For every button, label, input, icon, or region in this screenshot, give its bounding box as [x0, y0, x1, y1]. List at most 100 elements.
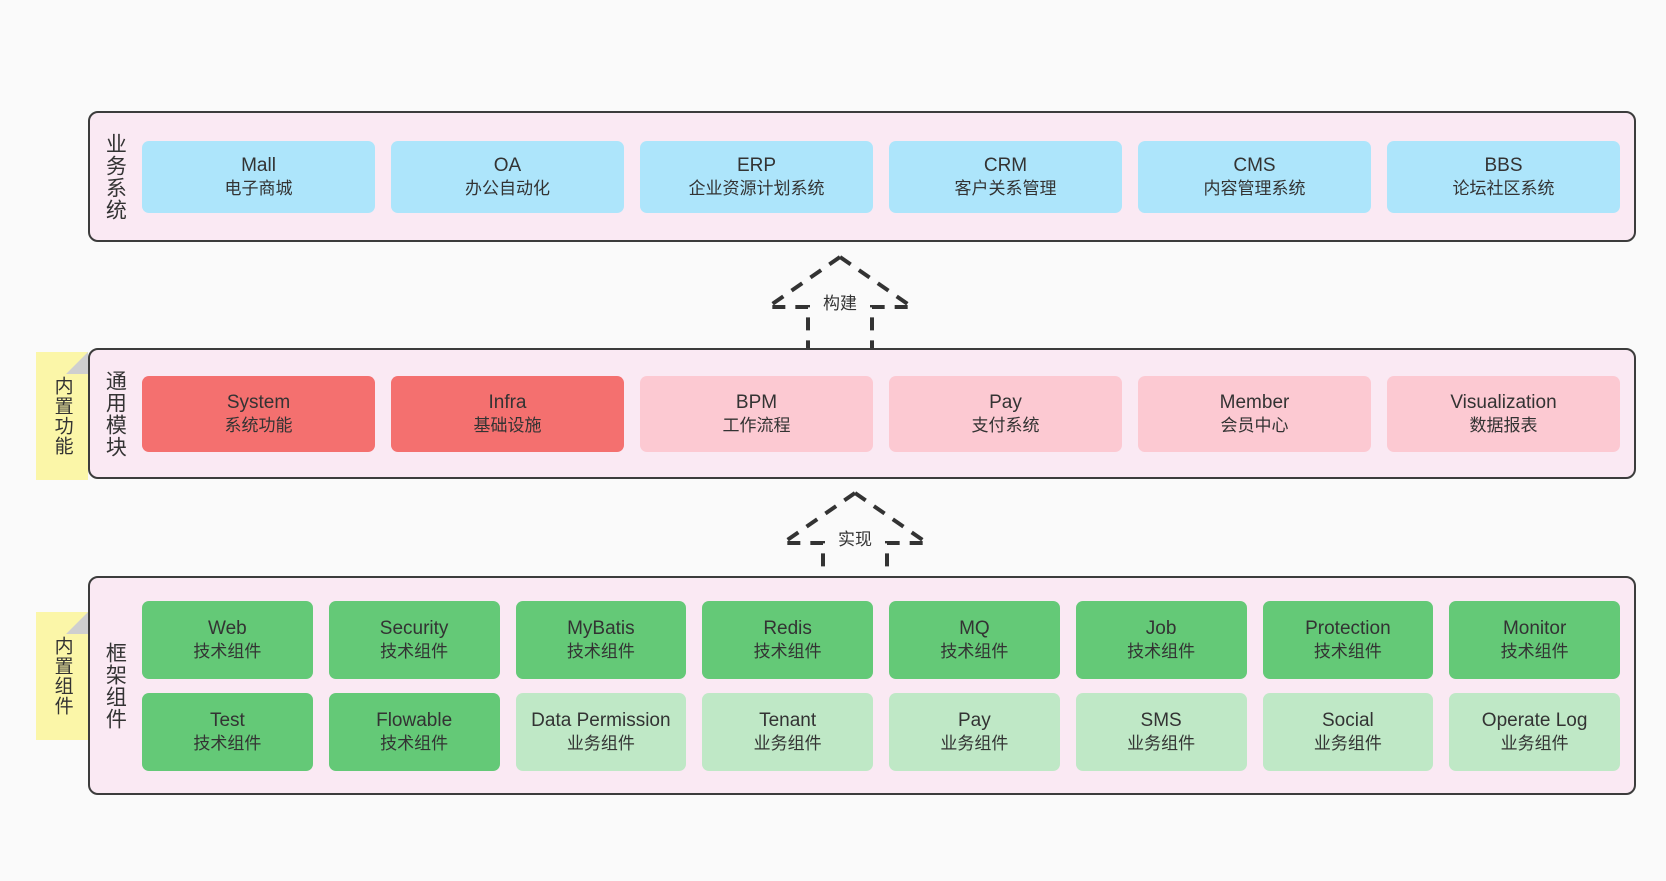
node-bpm[interactable]: BPM 工作流程 — [640, 375, 873, 452]
node-label-en: Operate Log — [1481, 709, 1588, 731]
node-label-cn: 技术组件 — [566, 641, 635, 661]
node-label-cn: 论坛社区系统 — [1452, 178, 1555, 198]
node-label-cn: 办公自动化 — [465, 178, 550, 198]
node-member[interactable]: Member 会员中心 — [1138, 375, 1371, 452]
node-test[interactable]: Test 技术组件 — [142, 692, 313, 771]
section-title-common-modules: 通用模块 — [103, 369, 127, 458]
node-label-cn: 数据报表 — [1469, 415, 1538, 435]
node-job[interactable]: Job 技术组件 — [1075, 600, 1247, 679]
node-mq[interactable]: MQ 技术组件 — [889, 600, 1060, 679]
node-label-en: CRM — [983, 154, 1028, 176]
node-mall[interactable]: Mall 电子商城 — [142, 140, 375, 213]
node-operate-log[interactable]: Operate Log 业务组件 — [1449, 692, 1620, 771]
node-label-cn: 基础设施 — [473, 415, 542, 435]
section-title-framework-components: 框架组件 — [103, 641, 127, 730]
node-label-en: CMS — [1233, 154, 1276, 176]
node-mybatis[interactable]: MyBatis 技术组件 — [515, 600, 687, 679]
section-body-business-systems: Mall 电子商城 OA 办公自动化 ERP 企业资源计划系统 CRM 客户关系… — [138, 113, 1634, 240]
arrow-implement: 实现 — [775, 489, 935, 585]
node-label-cn: 技术组件 — [753, 641, 822, 661]
node-label-cn: 工作流程 — [722, 415, 791, 435]
node-label-en: Test — [209, 709, 245, 731]
node-label-en: Protection — [1305, 617, 1391, 639]
node-label-cn: 技术组件 — [1500, 641, 1569, 661]
node-label-cn: 技术组件 — [1313, 641, 1382, 661]
section-business-systems: 业务系统 Mall 电子商城 OA 办公自动化 ERP 企业资源计划系统 CRM… — [88, 111, 1636, 242]
node-label-en: Pay — [958, 709, 991, 731]
node-label-cn: 电子商城 — [224, 178, 293, 198]
node-security[interactable]: Security 技术组件 — [328, 600, 500, 679]
node-label-cn: 系统功能 — [224, 415, 293, 435]
node-monitor[interactable]: Monitor 技术组件 — [1449, 600, 1620, 679]
node-protection[interactable]: Protection 技术组件 — [1262, 600, 1434, 679]
node-label-cn: 业务组件 — [753, 733, 822, 753]
node-label-en: Monitor — [1502, 617, 1567, 639]
node-label-en: BBS — [1484, 154, 1523, 176]
node-flowable[interactable]: Flowable 技术组件 — [328, 692, 500, 771]
node-label-cn: 技术组件 — [940, 641, 1009, 661]
note-label: 内置功能 — [51, 376, 73, 456]
node-erp[interactable]: ERP 企业资源计划系统 — [640, 140, 873, 213]
node-label-en: ERP — [736, 154, 777, 176]
node-label-en: OA — [493, 154, 522, 176]
arrow-implement-label: 实现 — [836, 525, 874, 550]
node-label-en: MyBatis — [567, 617, 635, 639]
note-builtin-components: 内置组件 — [36, 612, 88, 740]
node-cms[interactable]: CMS 内容管理系统 — [1138, 140, 1371, 213]
node-label-en: Infra — [488, 391, 527, 413]
node-label-en: Member — [1219, 391, 1290, 413]
node-system[interactable]: System 系统功能 — [142, 375, 375, 452]
node-bbs[interactable]: BBS 论坛社区系统 — [1387, 140, 1620, 213]
node-label-en: Flowable — [376, 709, 453, 731]
section-body-common-modules: System 系统功能 Infra 基础设施 BPM 工作流程 Pay 支付系统… — [138, 350, 1634, 477]
node-social[interactable]: Social 业务组件 — [1262, 692, 1434, 771]
node-row: Test 技术组件 Flowable 技术组件 Data Permission … — [142, 692, 1620, 771]
node-label-en: Social — [1322, 709, 1374, 731]
arrow-build: 构建 — [760, 253, 920, 349]
node-infra[interactable]: Infra 基础设施 — [391, 375, 624, 452]
node-label-en: Redis — [763, 617, 812, 639]
node-pay-business[interactable]: Pay 业务组件 — [889, 692, 1060, 771]
note-builtin-features: 内置功能 — [36, 352, 88, 480]
node-visualization[interactable]: Visualization 数据报表 — [1387, 375, 1620, 452]
node-label-cn: 客户关系管理 — [954, 178, 1057, 198]
note-label: 内置组件 — [51, 636, 73, 716]
node-label-cn: 内容管理系统 — [1203, 178, 1306, 198]
node-label-en: Data Permission — [531, 709, 671, 731]
node-label-en: Tenant — [759, 709, 817, 731]
node-web[interactable]: Web 技术组件 — [142, 600, 313, 679]
section-common-modules: 通用模块 System 系统功能 Infra 基础设施 BPM 工作流程 Pay… — [88, 348, 1636, 479]
node-sms[interactable]: SMS 业务组件 — [1075, 692, 1247, 771]
node-data-permission[interactable]: Data Permission 业务组件 — [515, 692, 687, 771]
node-label-cn: 技术组件 — [380, 733, 449, 753]
node-pay[interactable]: Pay 支付系统 — [889, 375, 1122, 452]
section-body-framework-components: Web 技术组件 Security 技术组件 MyBatis 技术组件 Redi… — [138, 578, 1634, 793]
node-label-en: System — [226, 391, 291, 413]
node-oa[interactable]: OA 办公自动化 — [391, 140, 624, 213]
node-label-cn: 业务组件 — [1313, 733, 1382, 753]
node-label-en: Job — [1145, 617, 1177, 639]
node-label-cn: 业务组件 — [566, 733, 635, 753]
node-row: System 系统功能 Infra 基础设施 BPM 工作流程 Pay 支付系统… — [142, 375, 1620, 452]
node-tenant[interactable]: Tenant 业务组件 — [702, 692, 873, 771]
node-redis[interactable]: Redis 技术组件 — [702, 600, 873, 679]
node-label-cn: 业务组件 — [940, 733, 1009, 753]
node-row: Web 技术组件 Security 技术组件 MyBatis 技术组件 Redi… — [142, 600, 1620, 679]
node-label-en: BPM — [735, 391, 778, 413]
node-label-en: Pay — [989, 391, 1022, 413]
node-label-cn: 业务组件 — [1127, 733, 1196, 753]
node-crm[interactable]: CRM 客户关系管理 — [889, 140, 1122, 213]
arrow-build-label: 构建 — [821, 289, 859, 314]
node-label-en: SMS — [1140, 709, 1182, 731]
node-label-cn: 业务组件 — [1500, 733, 1569, 753]
node-label-cn: 技术组件 — [380, 641, 449, 661]
node-row: Mall 电子商城 OA 办公自动化 ERP 企业资源计划系统 CRM 客户关系… — [142, 140, 1620, 213]
node-label-cn: 支付系统 — [971, 415, 1040, 435]
section-framework-components: 框架组件 Web 技术组件 Security 技术组件 MyBatis 技术组件… — [88, 576, 1636, 795]
node-label-cn: 会员中心 — [1220, 415, 1289, 435]
node-label-cn: 企业资源计划系统 — [688, 178, 825, 198]
node-label-cn: 技术组件 — [193, 641, 262, 661]
node-label-en: Visualization — [1450, 391, 1557, 413]
node-label-en: Security — [379, 617, 449, 639]
